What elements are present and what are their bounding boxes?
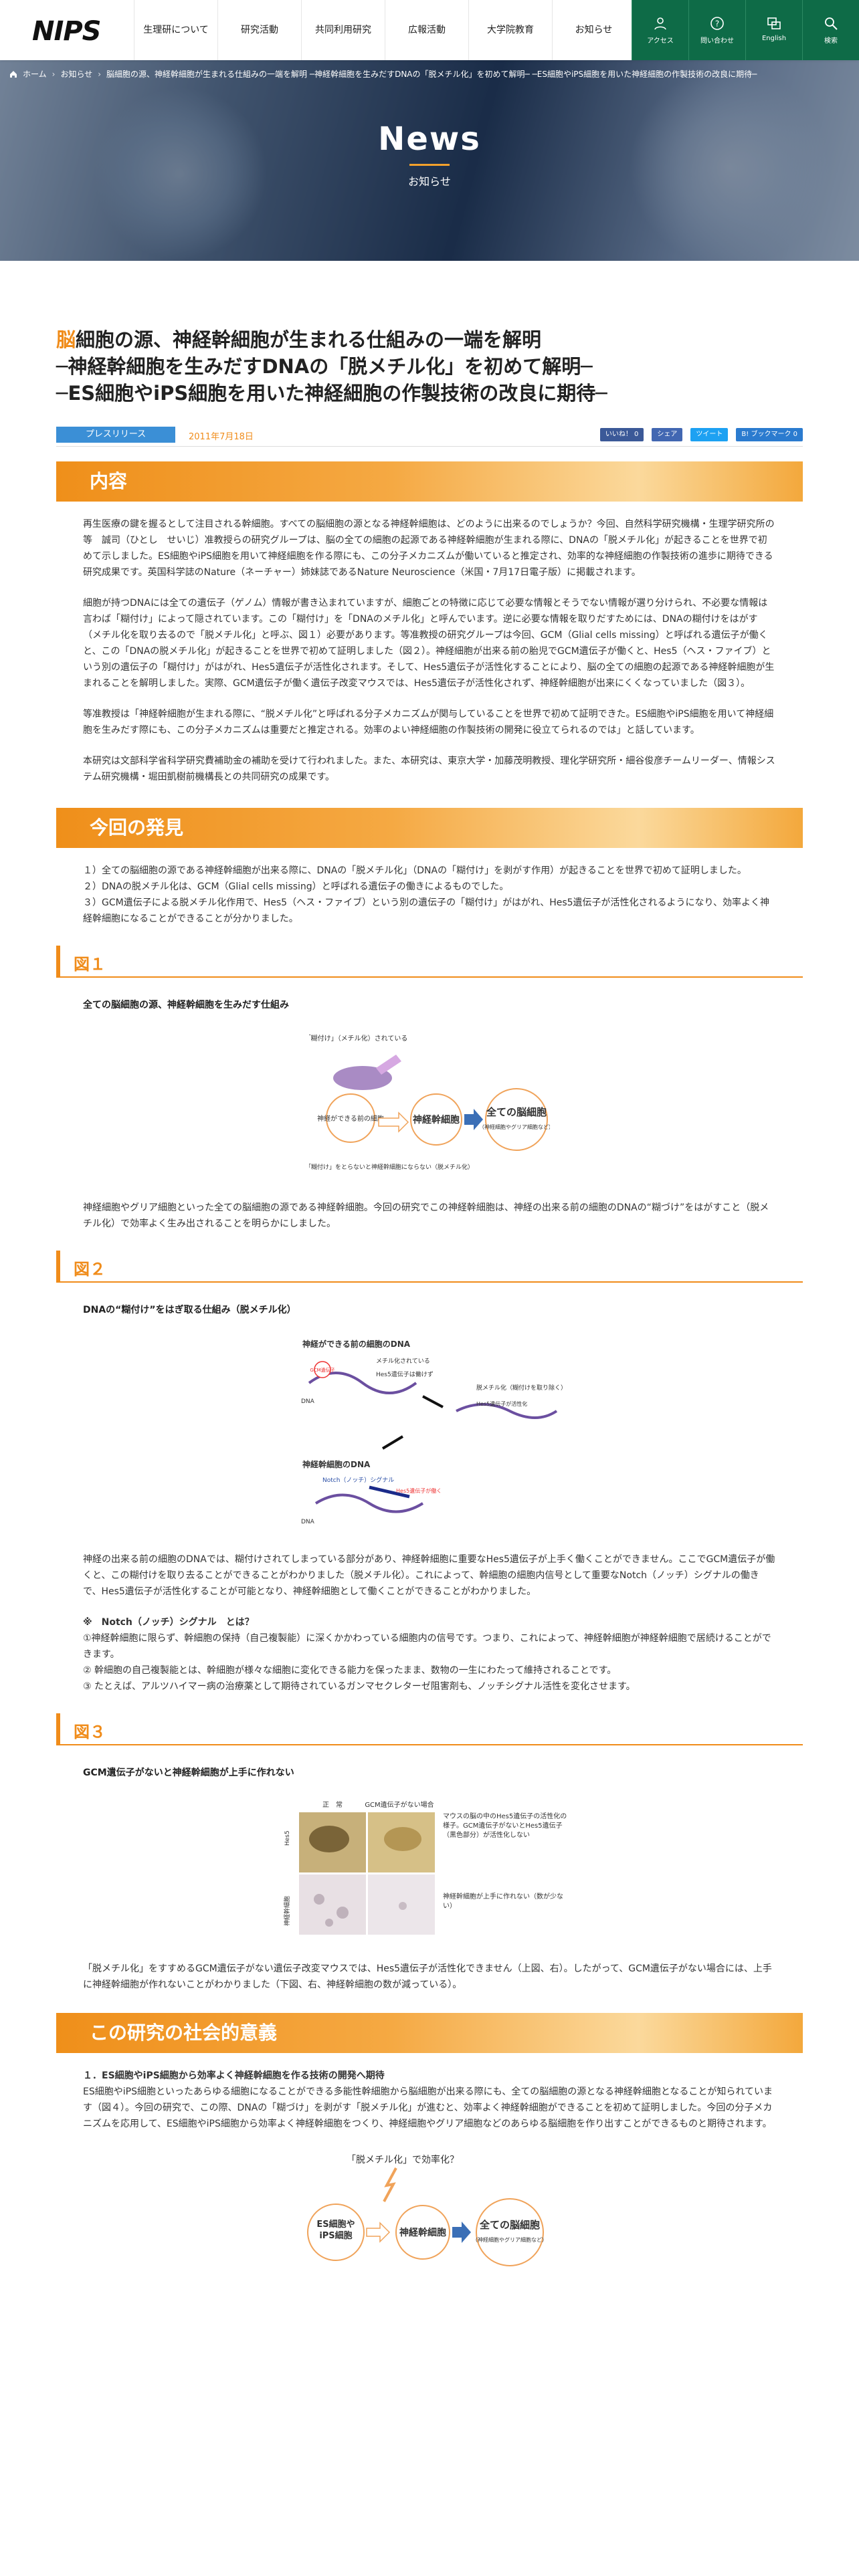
- fig1-nsc: [410, 1093, 462, 1146]
- article: 脳細胞の源、神経幹細胞が生まれる仕組みの一端を解明 ─神経幹細胞を生みだすDNA…: [56, 326, 803, 2279]
- svg-text:全ての脳細胞: 全ての脳細胞: [479, 2219, 540, 2231]
- svg-text:神経幹細胞: 神経幹細胞: [413, 1114, 460, 1125]
- nav-graduate[interactable]: 大学院教育: [468, 0, 552, 60]
- svg-text:神経幹細胞のDNA: 神経幹細胞のDNA: [302, 1459, 371, 1469]
- svg-text:GCM遺伝子がない場合: GCM遺伝子がない場合: [365, 1800, 434, 1809]
- article-meta: プレスリリース 2011年7月18日 いいね！ 0 シェア ツイート B! ブッ…: [56, 424, 803, 447]
- svg-text:Hes5遺伝子は働けず: Hes5遺伝子は働けず: [376, 1370, 434, 1378]
- svg-text:「脱メチル化」で効率化？: 「脱メチル化」で効率化？: [347, 2154, 459, 2165]
- content-body: 再生医療の鍵を握るとして注目される幹細胞。すべての脳細胞の源となる神経幹細胞は、…: [83, 519, 775, 782]
- arrow-icon: [378, 1111, 409, 1133]
- category-tag[interactable]: プレスリリース: [56, 427, 175, 443]
- nav-about[interactable]: 生理研について: [134, 0, 217, 60]
- english-button[interactable]: English: [745, 0, 802, 60]
- tweet-button[interactable]: ツイート: [690, 428, 729, 441]
- fig1-glue-label: 「糊付け」（メチル化）されている: [309, 1034, 407, 1043]
- svg-text:DNA: DNA: [301, 1519, 315, 1525]
- svg-text:脱メチル化（糊付けを取り除く）: 脱メチル化（糊付けを取り除く）: [476, 1384, 563, 1392]
- svg-text:Hes5遺伝子が働く: Hes5遺伝子が働く: [396, 1487, 442, 1494]
- figure1-caption: 全ての脳細胞の源、神経幹細胞を生みだす仕組み: [83, 1000, 289, 1010]
- chevron-right-icon: ›: [52, 69, 56, 79]
- fig4-es-ips: [307, 2204, 365, 2261]
- significance-body: １．ES細胞やiPS細胞から効率よく神経幹細胞を作る技術の開発へ期待 ES細胞や…: [83, 2070, 773, 2129]
- svg-text:正 常: 正 常: [322, 1800, 343, 1809]
- svg-text:神経ができる前の細胞: 神経ができる前の細胞: [317, 1114, 384, 1123]
- svg-text:Notch（ノッチ）シグナル: Notch（ノッチ）シグナル: [322, 1476, 394, 1484]
- hero-banner: ホーム › お知らせ › 脳細胞の源、神経幹細胞が生まれる仕組みの一端を解明 ─…: [0, 60, 859, 261]
- section-header-findings: 今回の発見: [56, 808, 803, 848]
- figure2-text: 神経の出来る前の細胞のDNAでは、糊付けされてしまっている部分があり、神経幹細胞…: [83, 1554, 775, 1692]
- fig1-remove-label: 「糊付け」をとらないと神経幹細胞にならない（脱メチル化）: [309, 1163, 474, 1171]
- nav-pr[interactable]: 広報活動: [385, 0, 468, 60]
- arrow-icon: [422, 1395, 444, 1408]
- svg-text:神経幹細胞: 神経幹細胞: [283, 1896, 291, 1926]
- article-title: 脳細胞の源、神経幹細胞が生まれる仕組みの一端を解明 ─神経幹細胞を生みだすDNA…: [56, 328, 607, 405]
- figure3-image: 正 常 GCM遺伝子がない場合 Hes5 神経幹細胞 マウスの脳の中のHes5遺…: [283, 1800, 567, 1935]
- publish-date: 2011年7月18日: [189, 432, 254, 442]
- figure1-text: 神経細胞やグリア細胞といった全ての脳細胞の源である神経幹細胞。今回の研究でこの神…: [83, 1202, 769, 1229]
- share-buttons: いいね！ 0 シェア ツイート B! ブックマーク 0: [599, 428, 803, 441]
- figure4-diagram: 「脱メチル化」で効率化？ ES細胞やiPS細胞 神経幹細胞 全ての脳細胞 （神経…: [307, 2154, 547, 2266]
- fig1-pre-cell: [326, 1093, 375, 1143]
- figure2-caption: DNAの“糊付け”をはぎ取る仕組み（脱メチル化）: [83, 1305, 296, 1315]
- chevron-right-icon: ›: [98, 69, 102, 79]
- access-button[interactable]: アクセス: [632, 0, 688, 60]
- figure3-text: 「脱メチル化」をすすめるGCM遺伝子がない遺伝子改変マウスでは、Hes5遺伝子が…: [83, 1963, 772, 1990]
- section-header-content: 内容: [56, 461, 803, 502]
- svg-text:Hes5: Hes5: [284, 1830, 291, 1846]
- hero-title: News: [378, 120, 481, 158]
- nav-research[interactable]: 研究活動: [217, 0, 301, 60]
- svg-text:DNA: DNA: [301, 1398, 315, 1405]
- site-logo[interactable]: NIPS: [32, 16, 101, 47]
- lightning-icon: [383, 2167, 397, 2202]
- hero-underline: [409, 164, 450, 166]
- facebook-like-button[interactable]: いいね！ 0: [599, 428, 644, 441]
- contact-button[interactable]: ?問い合わせ: [688, 0, 745, 60]
- findings-list: １）全ての脳細胞の源である神経幹細胞が出来る際に、DNAの「脱メチル化」（DNA…: [83, 865, 769, 924]
- site-header: NIPS 生理研について 研究活動 共同利用研究 広報活動 大学院教育 お知らせ…: [0, 0, 859, 60]
- arrow-icon: [464, 1109, 483, 1130]
- breadcrumb-news[interactable]: お知らせ: [60, 70, 93, 79]
- figure3-heading: 図３: [56, 1713, 803, 1745]
- figure2-heading: 図２: [56, 1251, 803, 1283]
- micrograph-normal-nsc: [299, 1874, 366, 1935]
- svg-text:メチル化されている: メチル化されている: [376, 1357, 430, 1365]
- search-button[interactable]: 検索: [802, 0, 859, 60]
- nav-joint-research[interactable]: 共同利用研究: [301, 0, 385, 60]
- facebook-share-button[interactable]: シェア: [652, 428, 683, 441]
- svg-text:Hes5遺伝子が活性化: Hes5遺伝子が活性化: [476, 1400, 527, 1407]
- language-icon: [767, 17, 781, 29]
- figure2-diagram: 神経ができる前の細胞のDNA メチル化されている Hes5遺伝子は働けず GCM…: [301, 1339, 563, 1525]
- breadcrumb-current: 脳細胞の源、神経幹細胞が生まれる仕組みの一端を解明 ─神経幹細胞を生みだすDNA…: [106, 70, 757, 79]
- breadcrumb: ホーム › お知らせ › 脳細胞の源、神経幹細胞が生まれる仕組みの一端を解明 ─…: [9, 68, 757, 80]
- fig1-all-cells: [485, 1088, 548, 1151]
- question-icon: ?: [710, 17, 724, 30]
- search-icon: [825, 17, 838, 30]
- fig4-nsc: [395, 2205, 450, 2260]
- global-nav: 生理研について 研究活動 共同利用研究 広報活動 大学院教育 お知らせ: [134, 0, 636, 60]
- notch-note: ※ Notch（ノッチ）シグナル とは？: [83, 1617, 254, 1628]
- svg-text:神経ができる前の細胞のDNA: 神経ができる前の細胞のDNA: [302, 1339, 411, 1349]
- hatena-bookmark-button[interactable]: B! ブックマーク 0: [736, 428, 803, 441]
- breadcrumb-home[interactable]: ホーム: [23, 70, 47, 79]
- section-header-significance: この研究の社会的意義: [56, 2013, 803, 2053]
- nav-news[interactable]: お知らせ: [552, 0, 636, 60]
- svg-text:全ての脳細胞: 全ての脳細胞: [486, 1106, 547, 1118]
- svg-text:（神経細胞やグリア細胞など）: （神経細胞やグリア細胞など）: [472, 2236, 547, 2243]
- arrow-icon: [366, 2222, 391, 2243]
- svg-text:（神経細胞やグリア細胞など）: （神経細胞やグリア細胞など）: [479, 1123, 550, 1130]
- fig4-all-cells: [476, 2198, 544, 2266]
- person-icon: [654, 17, 666, 30]
- utility-nav: アクセス ?問い合わせ English 検索: [632, 0, 859, 60]
- arrow-icon: [452, 2222, 471, 2243]
- svg-text:?: ?: [715, 19, 719, 29]
- figure3-caption: GCM遺伝子がないと神経幹細胞が上手に作れない: [83, 1767, 294, 1778]
- svg-text:GCM遺伝子: GCM遺伝子: [310, 1367, 335, 1373]
- svg-text:神経幹細胞: 神経幹細胞: [399, 2227, 446, 2238]
- figure1-heading: 図１: [56, 946, 803, 978]
- arrow-icon: [381, 1435, 404, 1450]
- hero-subtitle: お知らせ: [408, 175, 451, 188]
- figure1-diagram: 「糊付け」（メチル化）されている 神経ができる前の細胞 神経幹細胞 全ての脳細胞…: [309, 1034, 550, 1171]
- home-icon: [10, 70, 17, 78]
